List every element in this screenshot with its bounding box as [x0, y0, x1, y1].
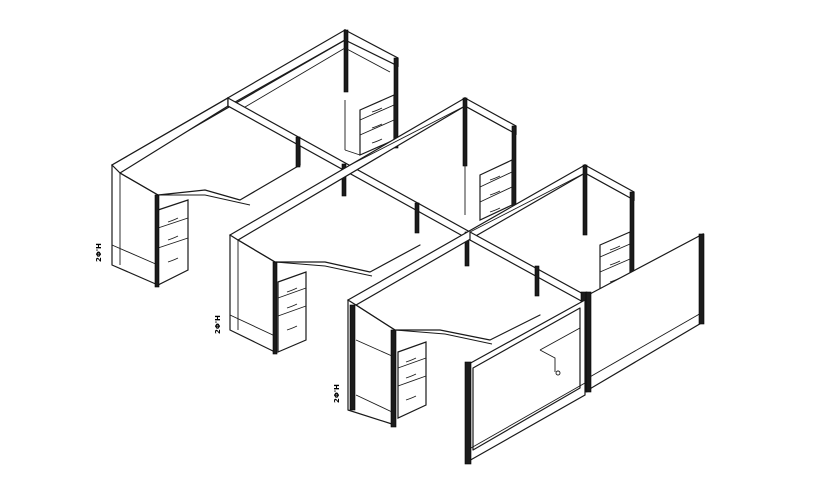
side-panel	[584, 163, 635, 202]
side-panel	[344, 29, 399, 67]
pedestal	[277, 271, 307, 353]
end-panel	[111, 164, 159, 286]
workstation-upper-left	[110, 28, 399, 288]
end-panel	[229, 234, 276, 353]
pedestal-upper	[479, 159, 513, 221]
dimension-label-lower: 2Φ'H	[333, 384, 341, 403]
side-panel	[464, 96, 517, 136]
post	[154, 194, 160, 288]
dimension-label-upper: 2Φ'H	[95, 243, 103, 262]
workstation-middle	[228, 96, 517, 355]
pedestal	[157, 199, 189, 286]
worksurface-edge	[355, 304, 541, 341]
front-panel-left	[466, 298, 586, 464]
back-panel-left	[111, 96, 229, 174]
dimension-labels: 2Φ'H 2Φ'H 2Φ'H	[95, 243, 341, 403]
pedestal	[397, 341, 427, 419]
worksurface-edge	[119, 164, 301, 201]
dimension-label-middle: 2Φ'H	[214, 315, 222, 334]
worksurface-edge	[237, 239, 421, 273]
front-panels	[464, 233, 705, 465]
